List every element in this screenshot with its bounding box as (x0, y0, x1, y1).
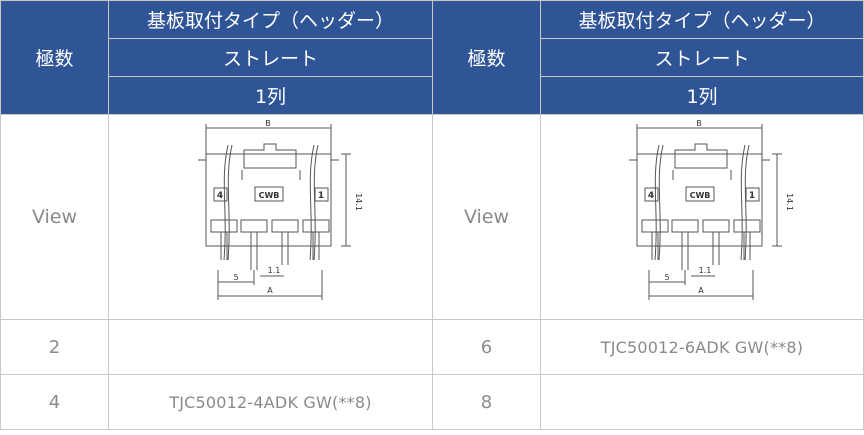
part-number-cell (540, 374, 864, 430)
pin-last-label: 4 (216, 191, 222, 201)
view-label: View (0, 114, 109, 320)
pole-count-cell: 2 (0, 319, 109, 375)
part-number-cell: TJC50012-4ADK GW(**8) (108, 374, 433, 430)
mount-type-header: 基板取付タイプ（ヘッダー） (108, 0, 433, 39)
dim-height-label: 14.1 (785, 193, 794, 211)
pole-count-cell: 4 (0, 374, 109, 430)
table-row: 2 6 TJC50012-6ADK GW(**8) (0, 319, 864, 375)
part-number-cell: TJC50012-6ADK GW(**8) (540, 319, 864, 375)
part-number-cell (108, 319, 433, 375)
brand-label: CWB (258, 191, 279, 200)
dim-pitch-label: 5 (664, 273, 669, 282)
dim-a-label: A (698, 286, 704, 295)
pole-count-header: 極数 (0, 0, 109, 115)
pole-count-cell: 8 (432, 374, 541, 430)
dim-b-label: B (696, 120, 702, 128)
pole-count-header: 極数 (432, 0, 541, 115)
view-label: View (432, 114, 541, 320)
mount-type-header: 基板取付タイプ（ヘッダー） (540, 0, 864, 39)
pin-last-label: 4 (648, 191, 654, 201)
connector-drawing: B 14.1 4 1 CWB 5 1.1 A (197, 120, 363, 300)
pin-first-label: 1 (749, 191, 755, 201)
rows-header: 1列 (540, 76, 864, 115)
pole-count-cell: 6 (432, 319, 541, 375)
dim-pitch-label: 5 (233, 273, 238, 282)
shape-header: ストレート (108, 38, 433, 77)
dim-pin-label: 1.1 (267, 266, 280, 275)
table-row: 4 TJC50012-4ADK GW(**8) 8 (0, 374, 864, 430)
dim-height-label: 14.1 (354, 193, 363, 211)
rows-header: 1列 (108, 76, 433, 115)
shape-header: ストレート (540, 38, 864, 77)
connector-drawing-cell: B 14.1 4 1 CWB 5 1.1 A (108, 114, 433, 320)
dim-b-label: B (265, 120, 271, 128)
connector-drawing: B 14.1 4 1 CWB 5 1.1 A (629, 120, 794, 300)
connector-drawing-cell: B 14.1 4 1 CWB 5 1.1 A (540, 114, 864, 320)
dim-pin-label: 1.1 (699, 266, 712, 275)
dim-a-label: A (267, 286, 273, 295)
brand-label: CWB (690, 191, 711, 200)
pin-first-label: 1 (317, 191, 323, 201)
